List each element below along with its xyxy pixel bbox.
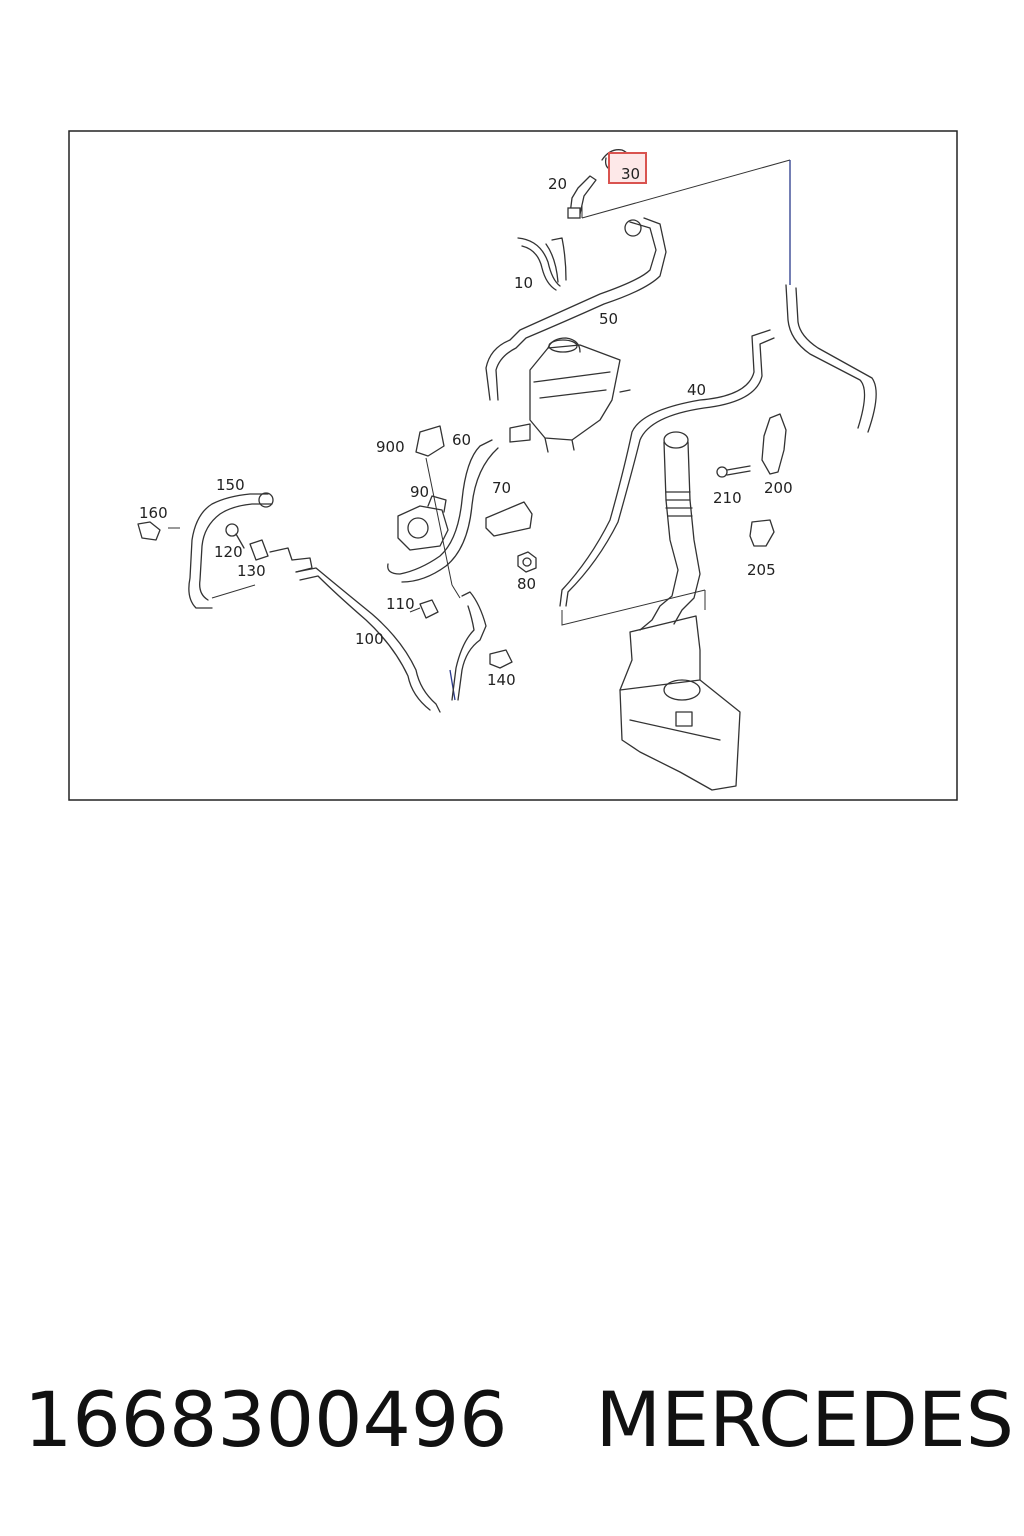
- washer-reservoir[interactable]: [619, 431, 741, 791]
- part-150-hose[interactable]: [188, 493, 273, 609]
- label-20: 20: [548, 175, 567, 193]
- label-210: 210: [713, 489, 742, 507]
- part-205-clip[interactable]: [749, 519, 775, 547]
- label-130: 130: [237, 562, 266, 580]
- part-120-screw[interactable]: [225, 523, 245, 549]
- label-110: 110: [386, 595, 415, 613]
- expansion-tank[interactable]: [509, 337, 631, 453]
- part-labels: 10 20 30 40 50 60 70 80 90 100 110 120 1…: [139, 165, 793, 689]
- hose-right-loop[interactable]: [785, 284, 877, 433]
- part-100-hose[interactable]: [295, 567, 441, 713]
- part-10-hose[interactable]: [517, 237, 567, 291]
- part-110-clamp[interactable]: [419, 599, 439, 619]
- label-100: 100: [355, 630, 384, 648]
- part-number: 1668300496: [24, 1374, 508, 1464]
- part-20-connector[interactable]: [567, 175, 597, 219]
- label-60: 60: [452, 431, 471, 449]
- part-900-bracket[interactable]: [415, 425, 445, 457]
- part-150-clamp: [258, 492, 274, 508]
- part-40-hose[interactable]: [559, 329, 775, 607]
- label-30: 30: [621, 165, 640, 183]
- part-160-clip[interactable]: [137, 521, 161, 541]
- label-120: 120: [214, 543, 243, 561]
- label-10: 10: [514, 274, 533, 292]
- part-200-clip[interactable]: [761, 413, 787, 475]
- part-80-nut[interactable]: [517, 551, 537, 573]
- label-140: 140: [487, 671, 516, 689]
- footer: 1668300496 MERCEDES: [24, 1364, 1014, 1474]
- brand-name: MERCEDES: [595, 1374, 1014, 1464]
- part-90-pump[interactable]: [397, 495, 449, 551]
- part-210-bolt[interactable]: [716, 465, 751, 478]
- label-50: 50: [599, 310, 618, 328]
- part-30-clamp[interactable]: [601, 149, 647, 184]
- label-205: 205: [747, 561, 776, 579]
- part-140-clip[interactable]: [489, 649, 513, 669]
- label-70: 70: [492, 479, 511, 497]
- label-160: 160: [139, 504, 168, 522]
- leader-lines: [168, 159, 791, 701]
- part-50-hose[interactable]: [485, 217, 667, 401]
- label-150: 150: [216, 476, 245, 494]
- part-50-clamp: [624, 219, 642, 237]
- diagram-frame: [68, 130, 958, 801]
- label-200: 200: [764, 479, 793, 497]
- label-40: 40: [687, 381, 706, 399]
- part-70-bracket[interactable]: [485, 501, 533, 537]
- part-60-hose[interactable]: [387, 439, 499, 583]
- hose-lower-middle[interactable]: [451, 591, 487, 701]
- label-80: 80: [517, 575, 536, 593]
- label-90: 90: [410, 483, 429, 501]
- label-900: 900: [376, 438, 405, 456]
- part-130-bracket[interactable]: [249, 539, 313, 573]
